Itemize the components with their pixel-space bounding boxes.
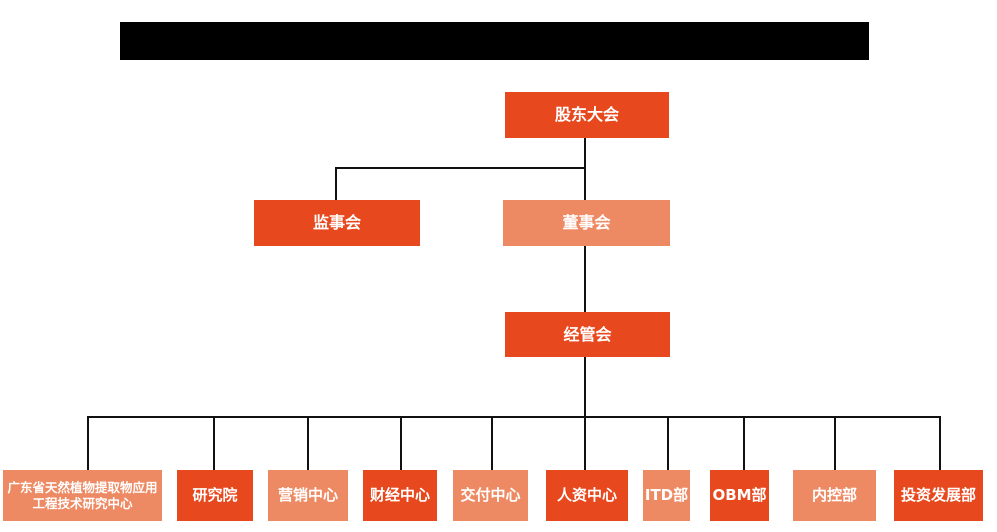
org-node-label: 研究院 [192, 486, 238, 505]
connector-dept-drop-8 [743, 416, 745, 470]
connector-level2-bus [335, 167, 586, 169]
org-node-dept-marketing-center: 营销中心 [268, 470, 348, 521]
connector-dept-drop-10 [939, 416, 941, 470]
org-node-supervisory-board: 监事会 [254, 200, 420, 246]
org-node-label: 经管会 [563, 324, 612, 344]
org-node-label: OBM部 [712, 486, 767, 505]
org-node-label: 交付中心 [460, 486, 521, 505]
connector-dept-drop-1 [87, 416, 89, 470]
org-node-dept-hr-center: 人资中心 [546, 470, 628, 521]
connector-dept-drop-5 [491, 416, 493, 470]
org-node-dept-finance-center: 财经中心 [363, 470, 437, 521]
org-node-label: 营销中心 [277, 486, 338, 505]
org-node-label: 广东省天然植物提取物应用工程技术研究中心 [7, 479, 158, 511]
connector-dept-drop-7 [667, 416, 669, 470]
org-node-dept-guangdong-research-center: 广东省天然植物提取物应用工程技术研究中心 [3, 470, 162, 521]
org-node-dept-obm: OBM部 [710, 470, 769, 521]
org-node-dept-delivery-center: 交付中心 [453, 470, 528, 521]
connector-supervisory-drop [335, 167, 337, 200]
connector-management-trunk [584, 357, 586, 470]
org-node-dept-investment-development: 投资发展部 [894, 470, 983, 521]
connector-board-to-management [584, 246, 586, 312]
connector-dept-drop-9 [834, 416, 836, 470]
org-node-label: 财经中心 [369, 486, 430, 505]
connector-dept-drop-4 [400, 416, 402, 470]
org-node-label: ITD部 [644, 486, 689, 505]
connector-department-bus [87, 416, 941, 418]
org-node-label: 股东大会 [554, 105, 619, 124]
org-node-dept-internal-control: 内控部 [793, 470, 876, 521]
connector-root-down [584, 138, 586, 169]
org-node-label: 投资发展部 [900, 486, 976, 505]
org-node-dept-research-institute: 研究院 [177, 470, 253, 521]
org-node-label: 人资中心 [556, 486, 617, 505]
org-node-label: 内控部 [811, 486, 857, 505]
connector-dept-drop-3 [307, 416, 309, 470]
redacted-title-bar [120, 22, 869, 60]
org-node-board-of-directors: 董事会 [503, 200, 670, 246]
connector-board-drop [584, 167, 586, 200]
org-node-management-committee: 经管会 [505, 312, 670, 357]
org-node-label: 董事会 [562, 213, 611, 232]
org-node-dept-itd: ITD部 [643, 470, 690, 521]
connector-dept-drop-2 [213, 416, 215, 470]
org-node-shareholders-meeting: 股东大会 [505, 92, 669, 138]
org-node-label: 监事会 [312, 213, 361, 232]
